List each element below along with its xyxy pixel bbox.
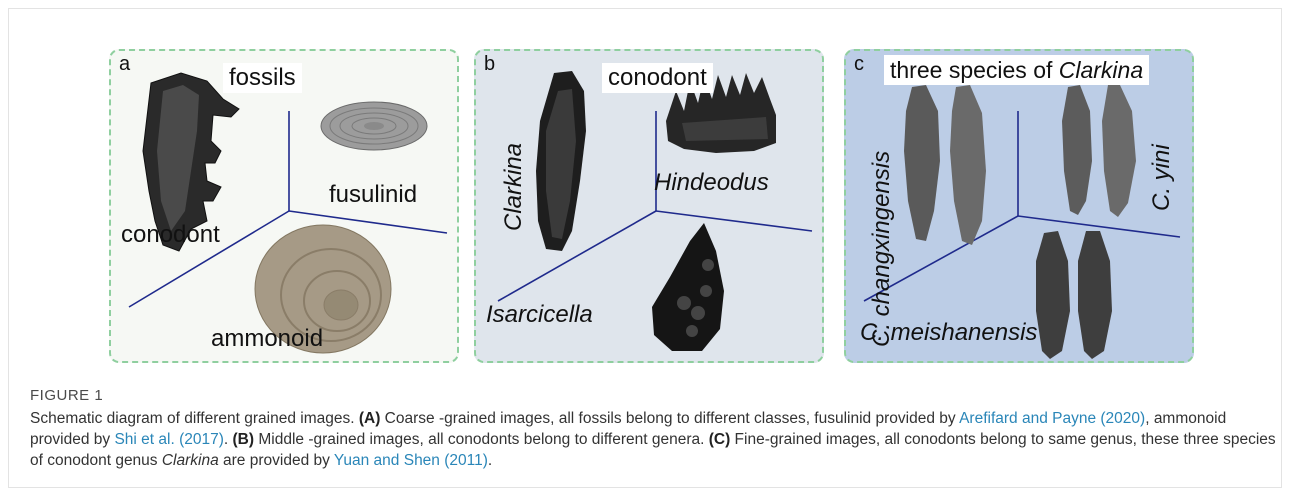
label-hindeodus: Hindeodus (654, 169, 769, 197)
caption-b-text: Middle -grained images, all conodonts be… (254, 431, 709, 448)
caption-b-marker: (B) (233, 431, 255, 448)
caption-c-text-2: are provided by (219, 452, 334, 469)
axis-horizontal (656, 211, 812, 231)
label-conodont: conodont (121, 221, 220, 249)
label-clarkina: Clarkina (500, 143, 528, 231)
panel-b: b conodont Clarkina Hindeodus Isarcicell… (474, 49, 824, 363)
citation-link-shi[interactable]: Shi et al. (2017) (114, 431, 223, 448)
c-yini-specimen-image (1062, 85, 1136, 217)
panel-c: c three species of Clarkina C. changxing… (844, 49, 1194, 363)
label-c-yini: C. yini (1148, 144, 1176, 211)
citation-link-yuan-shen[interactable]: Yuan and Shen (2011) (334, 452, 488, 469)
panel-c-title-prefix: three species of (890, 57, 1059, 83)
panel-c-title-genus: Clarkina (1059, 57, 1143, 83)
caption-separator: . (224, 431, 233, 448)
label-c-meishanensis: C. meishanensis (860, 319, 1037, 347)
figure-container: a fossils conodont fusulinid ammonoid (8, 8, 1282, 488)
c-changxingensis-specimen-image (904, 85, 986, 245)
caption-c-marker: (C) (709, 431, 731, 448)
clarkina-specimen-image (536, 71, 586, 251)
panel-b-title: conodont (602, 63, 713, 93)
panel-c-illustration (846, 51, 1194, 363)
caption-text: Schematic diagram of different grained i… (30, 408, 1280, 471)
panel-a: a fossils conodont fusulinid ammonoid (109, 49, 459, 363)
label-isarcicella: Isarcicella (486, 301, 593, 329)
panel-c-title: three species of Clarkina (884, 55, 1149, 85)
figure-caption: FIGURE 1 Schematic diagram of different … (30, 385, 1280, 471)
panel-b-letter: b (484, 53, 495, 76)
isarcicella-specimen-image (652, 223, 724, 351)
caption-genus-italic: Clarkina (162, 452, 219, 469)
caption-end: . (488, 452, 492, 469)
panel-a-letter: a (119, 53, 130, 76)
label-c-changxingensis: C. changxingensis (868, 151, 896, 347)
caption-a-text: Coarse -grained images, all fossils belo… (380, 410, 959, 427)
panel-c-letter: c (854, 53, 864, 76)
citation-link-arefifard-payne[interactable]: Arefifard and Payne (2020) (959, 410, 1145, 427)
caption-a-marker: (A) (359, 410, 381, 427)
caption-sentence-1: Schematic diagram of different grained i… (30, 410, 359, 427)
figure-label: FIGURE 1 (30, 385, 1280, 406)
label-fusulinid: fusulinid (329, 181, 417, 209)
panel-a-title: fossils (223, 63, 302, 93)
label-ammonoid: ammonoid (211, 325, 323, 353)
fusulinid-specimen-image (321, 102, 427, 150)
c-meishanensis-specimen-image (1036, 231, 1112, 359)
